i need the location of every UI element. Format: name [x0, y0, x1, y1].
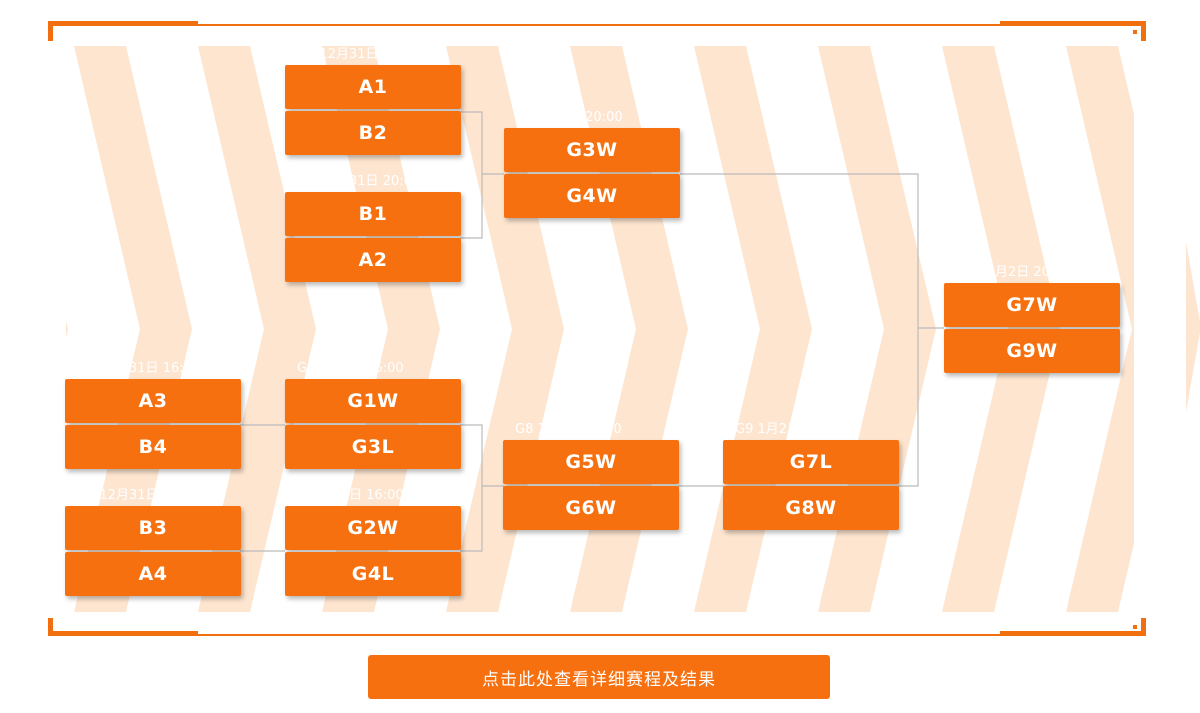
match-g3: G3 12月31日 20:00 A1 B2 [285, 47, 461, 157]
team-slot[interactable]: G4W [504, 174, 680, 218]
frame-top-line [48, 24, 1146, 26]
team-slot[interactable]: G7L [723, 440, 899, 484]
team-slot[interactable]: G9W [944, 329, 1120, 373]
match-time: G7 1月1日 20:00 [516, 110, 623, 125]
team-slot[interactable]: G3L [285, 425, 461, 469]
team-slot[interactable]: B1 [285, 192, 461, 236]
side-chevron-icon [1186, 242, 1200, 412]
team-slot[interactable]: B3 [65, 506, 241, 550]
match-time: G1 12月31日 16:00 [77, 361, 201, 376]
team-slot[interactable]: A4 [65, 552, 241, 596]
match-time: G5 1月1日 16:00 [297, 361, 404, 376]
match-g4: G4 12月31日 20:00 B1 A2 [285, 174, 461, 284]
frame-right-bottom-corner [1141, 618, 1146, 636]
team-slot[interactable]: A2 [285, 238, 461, 282]
match-g8: G8 1月1日 22:00 G5W G6W [503, 422, 679, 532]
team-slot[interactable]: B4 [65, 425, 241, 469]
frame-bottom-left-bar [48, 631, 198, 636]
frame-bottom-line [48, 634, 1146, 636]
match-time: G9 1月2日 16:00 [735, 422, 842, 437]
chevron-stripe [322, 46, 440, 612]
match-time: G2 12月31日 16:00 [77, 488, 201, 503]
chevron-stripe [1066, 46, 1134, 612]
view-details-button[interactable]: 点击此处查看详细赛程及结果 [368, 655, 830, 699]
team-slot[interactable]: A1 [285, 65, 461, 109]
frame-left-bottom-corner [48, 618, 53, 636]
match-time: G8 1月1日 22:00 [515, 422, 622, 437]
match-time: G6 1月1日 16:00 [297, 488, 404, 503]
match-g2: G2 12月31日 16:00 B3 A4 [65, 488, 241, 598]
team-slot[interactable]: A3 [65, 379, 241, 423]
match-g5: G5 1月1日 16:00 G1W G3L [285, 361, 461, 471]
team-slot[interactable]: G3W [504, 128, 680, 172]
match-g1: G1 12月31日 16:00 A3 B4 [65, 361, 241, 471]
chevron-stripe [74, 46, 192, 612]
chevron-stripe [66, 320, 68, 338]
frame-left-top-corner [48, 21, 53, 41]
team-slot[interactable]: G5W [503, 440, 679, 484]
team-slot[interactable]: B2 [285, 111, 461, 155]
team-slot[interactable]: G2W [285, 506, 461, 550]
match-g9: G9 1月2日 16:00 G7L G8W [723, 422, 899, 532]
match-g10: G10 1月2日 20:00 G7W G9W [944, 265, 1120, 375]
match-g7: G7 1月1日 20:00 G3W G4W [504, 110, 680, 220]
frame-bottom-right-bar [1000, 631, 1146, 636]
frame-dot-top-right [1133, 30, 1137, 34]
team-slot[interactable]: G1W [285, 379, 461, 423]
match-time: G4 12月31日 20:00 [297, 174, 421, 189]
frame-right-top-corner [1141, 21, 1146, 41]
frame-dot-bottom-right [1133, 625, 1137, 629]
team-slot[interactable]: G8W [723, 486, 899, 530]
team-slot[interactable]: G6W [503, 486, 679, 530]
frame-top-left-bar [48, 21, 198, 26]
frame-top-right-bar [1000, 21, 1146, 26]
team-slot[interactable]: G7W [944, 283, 1120, 327]
match-g6: G6 1月1日 16:00 G2W G4L [285, 488, 461, 598]
chevron-stripe [198, 46, 316, 612]
match-time: G3 12月31日 20:00 [297, 47, 421, 62]
match-time: G10 1月2日 20:00 [956, 265, 1071, 280]
team-slot[interactable]: G4L [285, 552, 461, 596]
